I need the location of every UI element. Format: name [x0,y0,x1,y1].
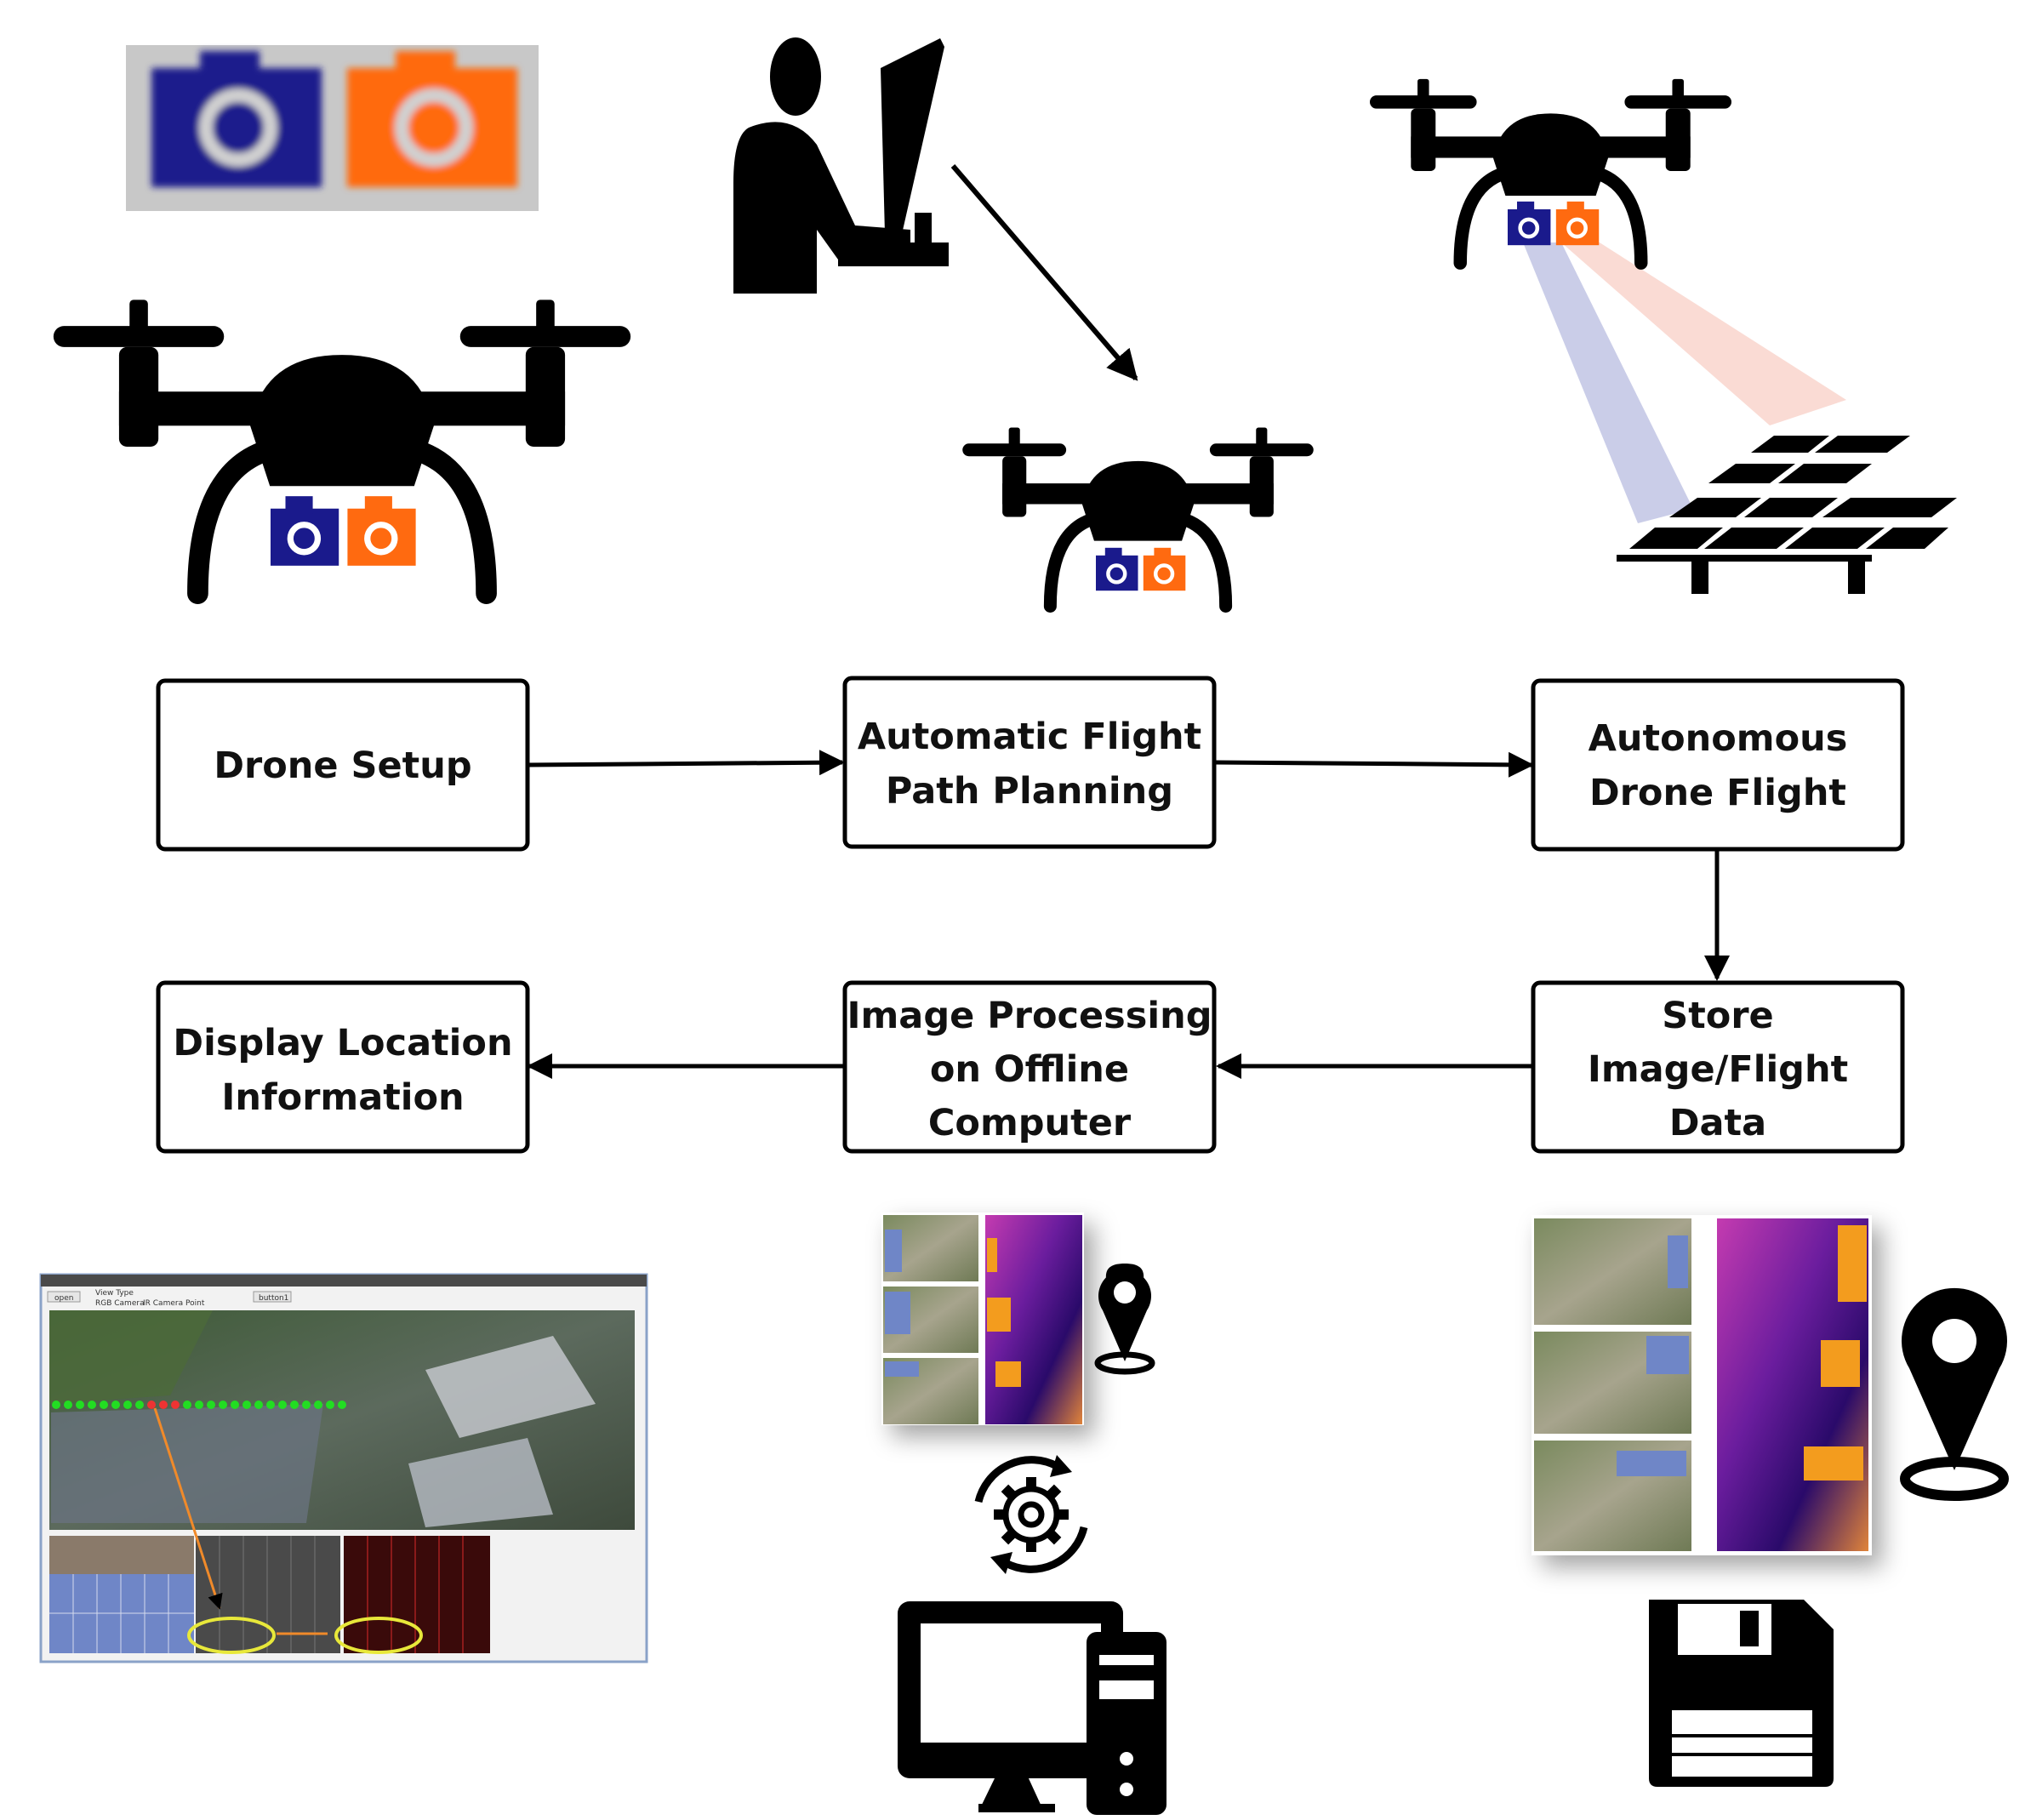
drone-icon [54,300,630,593]
open-button-label: open [54,1294,73,1303]
location-pin-icon [1094,1264,1155,1375]
gear-sync-icon [974,1455,1088,1574]
step-image-processing: Image Processing on Offline Computer [842,980,1217,1154]
step-label: Automatic Flight [858,716,1201,758]
step-drone-setup: Drone Setup [156,678,530,852]
view-option-point[interactable]: Point [185,1299,205,1308]
button1-label: button1 [259,1294,288,1303]
desktop-computer-icon [898,1601,1166,1815]
solar-panel-icon [1617,436,1957,594]
step-autonomous-flight: Autonomous Drone Flight [1531,678,1905,852]
step-label: Information [221,1076,464,1119]
drone-icon [962,428,1314,607]
planning-arrow [950,164,1138,381]
step-label: Computer [928,1102,1132,1144]
ir-grey-thumbnail [196,1536,340,1653]
step-label: Autonomous [1589,717,1848,760]
flow-arrows [527,750,1730,1079]
location-pin-icon [1900,1287,2009,1501]
step-label: Drone Flight [1589,772,1846,814]
step-flight-planning: Automatic Flight Path Planning [842,676,1217,849]
view-type-label: View Type [95,1289,134,1298]
step-display-location: Display Location Information [156,980,530,1154]
floppy-disk-icon [1649,1600,1834,1787]
step-label: Display Location [173,1022,512,1064]
drone-icon [1370,79,1846,523]
software-screenshot: open View Type RGB Camera IR Camera Poin… [39,1273,648,1663]
view-option-ir[interactable]: IR Camera [143,1299,183,1308]
step-label: Image/Flight [1588,1048,1848,1091]
ir-red-thumbnail [344,1536,490,1653]
stored-image-grid [1534,1218,1868,1551]
step-label: Store [1662,995,1773,1037]
fault-markers [147,1401,180,1409]
step-label: on Offline [930,1048,1129,1091]
step-label: Data [1669,1102,1766,1144]
button1[interactable] [253,1291,292,1303]
operator-computer-icon [733,37,949,294]
waypoint-markers [52,1401,346,1409]
open-button[interactable] [47,1291,81,1303]
step-store-data: Store Image/Flight Data [1531,980,1905,1154]
processed-image-grid [883,1215,1082,1424]
step-label: Image Processing [847,995,1212,1037]
view-option-rgb[interactable]: RGB Camera [95,1299,145,1308]
camera-pair-icon [126,45,539,211]
step-label: Drone Setup [214,745,471,787]
step-label: Path Planning [886,770,1173,813]
